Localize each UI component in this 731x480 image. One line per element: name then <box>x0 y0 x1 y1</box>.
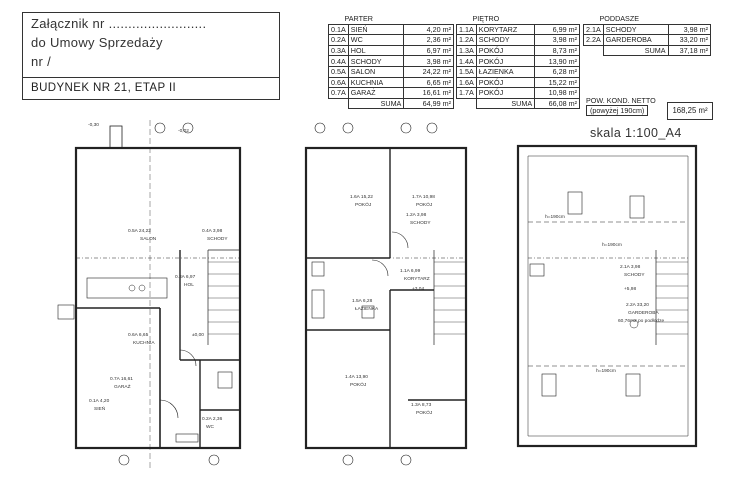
ground-plan-label: 0.7A 16,61 <box>110 376 133 382</box>
attic-plan-label: h=190cm <box>602 242 622 248</box>
ground-plan-label: GARAŻ <box>114 383 131 390</box>
ground-plan-label: 0.1A 4,20 <box>89 398 110 404</box>
attic-plan-label: 60,76m2 po podłodze <box>618 318 664 324</box>
annex-line-1: Załącznik nr ......................... <box>31 16 207 31</box>
first-plan-label: 1.4A 13,90 <box>345 374 368 380</box>
pietro-title: PIĘTRO <box>456 14 580 25</box>
ground-plan-label: SALON <box>140 236 157 242</box>
annex-box: Załącznik nr ......................... d… <box>22 12 280 100</box>
first-plan-label: 1.7A 10,98 <box>412 194 435 200</box>
ground-plan-label: SCHODY <box>207 236 228 242</box>
ground-plan-label: SIEŃ <box>94 405 106 412</box>
ground-plan-label: 0.6A 6,65 <box>128 332 149 338</box>
attic-plan-label: SCHODY <box>624 272 645 278</box>
first-plan-label: ŁAZIENKA <box>355 306 379 312</box>
ground-plan-label: 0.3A 6,97 <box>175 274 196 280</box>
ground-plan-label: WC <box>206 424 215 430</box>
net-label-2: (powyżej 190cm) <box>586 105 649 116</box>
ground-plan-label: -0,02 <box>178 128 189 134</box>
poddasze-title: PODDASZE <box>583 14 711 25</box>
first-floor-plan <box>304 122 468 466</box>
ground-plan-label: 0.5A 24,22 <box>128 228 151 234</box>
attic-plan <box>516 144 698 448</box>
attic-plan-label: 2.2A 33,20 <box>626 302 649 308</box>
pietro-sum-label: SUMA <box>475 97 536 110</box>
net-area-value: 168,25 m² <box>667 102 713 120</box>
first-plan-label: POKÓJ <box>416 201 433 208</box>
building-label: BUDYNEK NR 21, ETAP II <box>23 77 279 99</box>
ground-plan-label: 0.4A 3,98 <box>202 228 223 234</box>
ground-floor-plan <box>57 120 242 470</box>
attic-plan-label: 2.1A 3,98 <box>620 264 641 270</box>
first-plan-label: 1.1A 6,99 <box>400 268 421 274</box>
first-plan-label: POKÓJ <box>355 201 372 208</box>
attic-plan-label: h=190cm <box>545 214 565 220</box>
attic-plan-label: GARDEROBA <box>628 310 659 316</box>
first-plan-label: 1.3A 8,73 <box>411 402 432 408</box>
first-plan-label: KORYTARZ <box>404 276 430 282</box>
ground-plan-label: HOL <box>184 282 194 288</box>
pietro-sum: 66,08 m² <box>534 97 580 110</box>
first-plan-label: POKÓJ <box>350 381 367 388</box>
ground-plan-label: 0.2A 2,36 <box>202 416 223 422</box>
net-area-label: POW. KOND. NETTO (powyżej 190cm) <box>586 96 656 116</box>
ground-plan-label: -0,30 <box>88 122 99 128</box>
attic-plan-label: +5,98 <box>624 286 636 292</box>
ground-plan-label: KUCHNIA <box>133 340 155 346</box>
first-plan-label: 1.5A 6,28 <box>352 298 373 304</box>
parter-sum: 64,99 m² <box>403 97 454 110</box>
first-plan-label: POKÓJ <box>416 409 433 416</box>
scale-label: skala 1:100_A4 <box>590 126 682 140</box>
poddasze-sum: 37,18 m² <box>667 44 712 57</box>
ground-plan-label: ±0,00 <box>192 332 204 338</box>
annex-line-2: do Umowy Sprzedaży <box>31 35 163 50</box>
first-plan-label: +3,04 <box>412 286 424 292</box>
first-plan-label: SCHODY <box>410 220 431 226</box>
first-plan-label: 1.2A 3,98 <box>406 212 427 218</box>
annex-line-3: nr / <box>31 54 51 69</box>
parter-title: PARTER <box>328 14 454 25</box>
first-plan-label: 1.6A 15,22 <box>350 194 373 200</box>
net-label-1: POW. KOND. NETTO <box>586 96 656 105</box>
attic-plan-label: h=190cm <box>596 368 616 374</box>
